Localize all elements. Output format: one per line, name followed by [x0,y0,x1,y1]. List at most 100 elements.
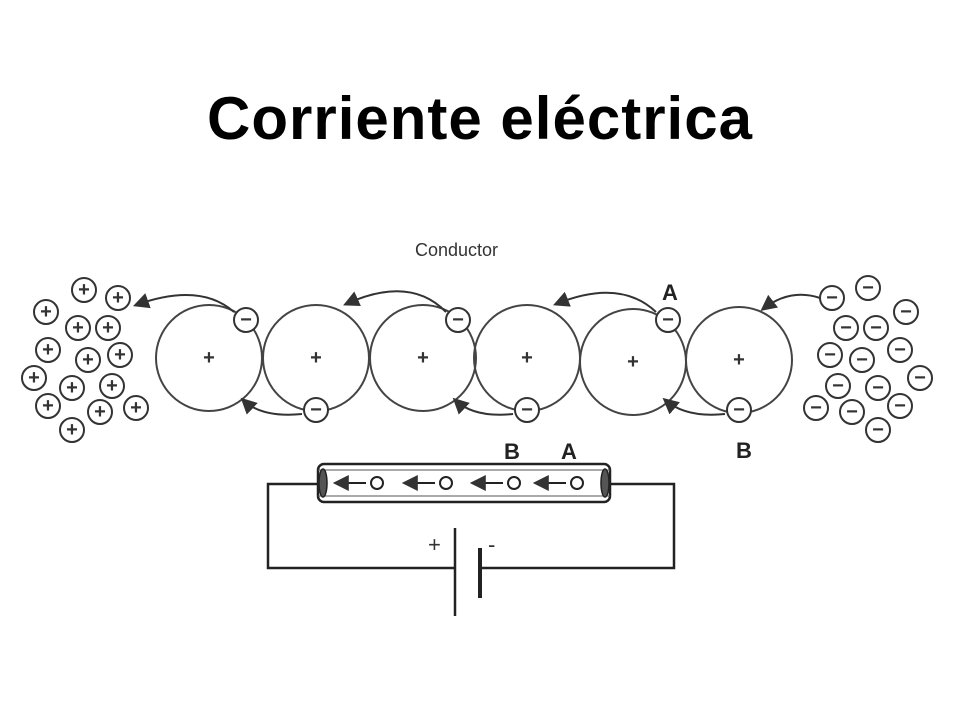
positive-charge: + [71,277,97,303]
electron: − [514,397,540,423]
svg-text:−: − [832,375,844,397]
positive-charge: + [107,342,133,368]
svg-text:−: − [826,287,838,309]
negative-charge: − [865,375,891,401]
svg-text:−: − [900,301,912,323]
svg-text:−: − [894,395,906,417]
positive-charge: + [59,375,85,401]
positive-charge: + [59,417,85,443]
wire-electron [507,476,521,490]
positive-charge: + [99,373,125,399]
svg-text:−: − [840,317,852,339]
negative-charge: − [863,315,889,341]
negative-charge: − [803,395,829,421]
svg-text:+: + [40,301,52,323]
battery-negative-sign: - [488,532,495,557]
battery-positive-sign: + [428,532,441,557]
atom: + [369,304,477,412]
positive-charge: + [75,347,101,373]
positive-charge: + [123,395,149,421]
positive-charge: + [33,299,59,325]
positive-charge: + [87,399,113,425]
flow-arrow [662,397,726,416]
wire-electron [370,476,384,490]
svg-text:+: + [66,419,78,441]
positive-charge-cluster: + + + + + + + + + + + + + + + [21,277,149,443]
svg-text:−: − [870,317,882,339]
flow-arrow [452,397,514,416]
positive-charge: + [35,337,61,363]
wire-electron [570,476,584,490]
atom: + [262,304,370,412]
svg-text:+: + [94,401,106,423]
svg-text:+: + [310,347,322,369]
svg-text:−: − [521,399,533,421]
wire-b-label: B [504,439,520,464]
svg-text:−: − [846,401,858,423]
flow-arrow [760,293,821,311]
negative-charge: − [819,285,845,311]
negative-charge: − [825,373,851,399]
svg-text:+: + [130,397,142,419]
negative-charge: − [887,393,913,419]
conductor-label: Conductor [415,240,498,260]
wire-a-label: A [561,439,577,464]
wire-electrons [370,476,584,490]
svg-text:+: + [417,347,429,369]
electron: − [303,397,329,423]
svg-text:+: + [28,367,40,389]
svg-text:+: + [42,395,54,417]
negative-charge: − [833,315,859,341]
svg-text:+: + [66,377,78,399]
conductor-wire [316,462,612,504]
negative-charge: − [907,365,933,391]
negative-charge: − [893,299,919,325]
negative-charge-cluster: − − − − − − − − − − − − − − − [803,275,933,443]
svg-text:+: + [203,347,215,369]
flow-arrow [343,290,447,313]
electron: − [655,307,681,333]
svg-text:+: + [733,349,745,371]
svg-text:+: + [112,287,124,309]
svg-text:−: − [872,377,884,399]
svg-text:−: − [894,339,906,361]
negative-charge: − [839,399,865,425]
negative-charge: − [855,275,881,301]
electron-flow-arrows [132,290,821,416]
negative-charge: − [849,347,875,373]
positive-charge: + [35,393,61,419]
positive-charge: + [95,315,121,341]
svg-text:−: − [856,349,868,371]
electrons: − − − − − − [233,307,752,423]
svg-text:+: + [72,317,84,339]
svg-text:+: + [42,339,54,361]
wire-electron [439,476,453,490]
svg-text:+: + [114,344,126,366]
svg-text:+: + [102,317,114,339]
svg-text:−: − [914,367,926,389]
svg-text:−: − [862,277,874,299]
svg-text:+: + [82,349,94,371]
svg-text:−: − [824,344,836,366]
flow-arrow [553,291,657,313]
svg-text:−: − [733,399,745,421]
positive-charge: + [105,285,131,311]
page-title: Corriente eléctrica [207,85,753,152]
svg-text:−: − [240,309,252,331]
svg-text:+: + [106,375,118,397]
svg-text:−: − [662,309,674,331]
electron: − [233,307,259,333]
svg-text:−: − [810,397,822,419]
negative-charge: − [887,337,913,363]
atom: + [473,304,581,412]
circuit-wire [480,482,676,570]
point-a-label: A [662,280,678,305]
svg-text:+: + [78,279,90,301]
point-b-label: B [736,438,752,463]
negative-charge: − [817,342,843,368]
electron: − [726,397,752,423]
positive-charge: + [21,365,47,391]
svg-text:−: − [872,419,884,441]
positive-charge: + [65,315,91,341]
